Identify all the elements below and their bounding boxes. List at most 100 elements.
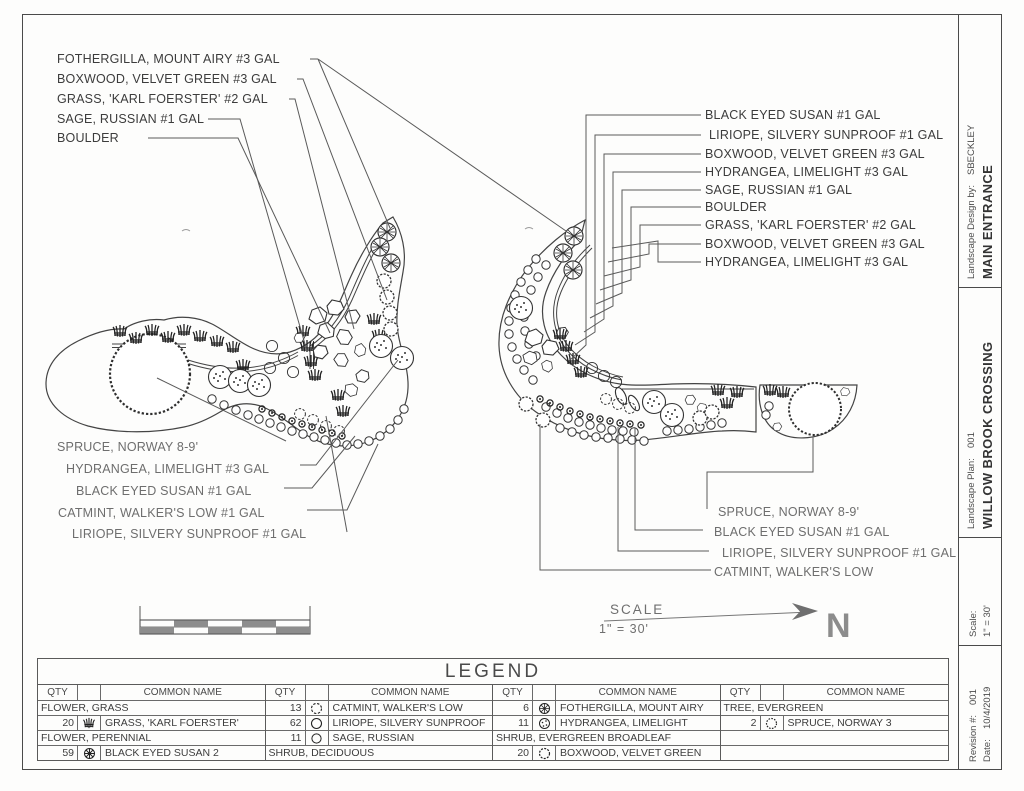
north-label: N <box>826 607 851 645</box>
legend-group-4: QTY COMMON NAME TREE, EVERGREEN 2 SPRUCE… <box>720 685 949 760</box>
legend-name: LIRIOPE, SILVERY SUNPROOF <box>332 717 486 729</box>
legend-name: BOXWOOD, VELVET GREEN <box>560 747 702 759</box>
legend-item-row: 11 HYDRANGEA, LIMELIGHT <box>493 716 720 731</box>
title-block-section-scale: Scale: 1" = 30' <box>960 537 1001 645</box>
legend-group-1: QTY COMMON NAME FLOWER, GRASS 20 GRASS, … <box>38 685 266 760</box>
callout-label: BOXWOOD, VELVET GREEN #3 GAL <box>57 72 277 86</box>
callout-label: FOTHERGILLA, MOUNT AIRY #3 GAL <box>57 52 280 66</box>
legend-qty: 13 <box>266 701 306 715</box>
hydrangea-icon <box>538 717 550 729</box>
callout-label: BLACK EYED SUSAN #1 GAL <box>705 108 881 122</box>
legend-group-3: QTY COMMON NAME 6 FOTHERGILLA, MOUNT AIR… <box>493 685 721 760</box>
callout-label: BLACK EYED SUSAN #1 GAL <box>714 525 890 539</box>
legend-name: CATMINT, WALKER'S LOW <box>332 702 463 714</box>
fothergilla-icon <box>538 702 550 714</box>
callout-label: LIRIOPE, SILVERY SUNPROOF #1 GAL <box>72 527 307 541</box>
legend-qty: 11 <box>493 716 533 730</box>
legend-category-row: TREE, EVERGREEN <box>720 701 948 716</box>
scale-value: 1" = 30' <box>982 605 993 637</box>
legend-item-row: 59 BLACK EYED SUSAN 2 <box>38 746 265 760</box>
small-bed <box>758 382 858 439</box>
legend-qty: 20 <box>493 746 533 760</box>
legend-name: HYDRANGEA, LIMELIGHT <box>560 717 688 729</box>
legend-name: BLACK EYED SUSAN 2 <box>105 747 219 759</box>
legend-title: LEGEND <box>38 659 948 685</box>
scale-value: 1" = 30' <box>599 622 649 636</box>
north-arrow: SCALE 1" = 30' N <box>599 602 851 645</box>
revision-date: Date:10/4/2019 <box>982 687 993 762</box>
callout-label: GRASS, 'KARL FOERSTER' #2 GAL <box>57 92 268 106</box>
legend-category-row: SHRUB, DECIDUOUS <box>268 747 375 759</box>
callout-label: HYDRANGEA, LIMELIGHT #3 GAL <box>705 255 909 269</box>
grass-icon <box>83 717 95 728</box>
legend-qty: 62 <box>266 716 306 730</box>
callout-label: GRASS, 'KARL FOERSTER' #2 GAL <box>705 218 916 232</box>
callout-label: HYDRANGEA, LIMELIGHT #3 GAL <box>705 165 909 179</box>
sage-icon <box>311 732 322 744</box>
legend-qty: 11 <box>266 731 306 745</box>
title-block-rule <box>958 287 1002 288</box>
legend-empty-row <box>721 746 949 760</box>
designer-credit: Landscape Design by:SBECKLEY <box>966 124 977 279</box>
callout-label: SPRUCE, NORWAY 8-9' <box>57 440 199 454</box>
callout-label: BLACK EYED SUSAN #1 GAL <box>76 484 252 498</box>
legend-item-row: 13 CATMINT, WALKER'S LOW <box>265 701 492 716</box>
legend-header-row: QTY COMMON NAME <box>38 685 265 701</box>
title-block-divider <box>958 14 959 770</box>
legend-name: SPRUCE, NORWAY 3 <box>787 717 892 729</box>
legend-qty: 6 <box>493 701 533 715</box>
plan-number: Landscape Plan:001 <box>966 432 977 529</box>
callout-label: CATMINT, WALKER'S LOW <box>714 565 874 579</box>
title-block-section-project: Landscape Design by:SBECKLEY MAIN ENTRAN… <box>960 14 1001 287</box>
title-block-rule <box>958 645 1002 646</box>
spruce-icon <box>765 717 778 729</box>
legend-header-row: QTY COMMON NAME <box>493 685 720 701</box>
leader-lines <box>148 58 814 571</box>
callout-label: SAGE, RUSSIAN #1 GAL <box>57 112 205 126</box>
liriope-icon <box>310 717 323 729</box>
revision-number: Revision #:001 <box>968 689 979 762</box>
legend-qty: 20 <box>38 716 78 730</box>
legend-name: FOTHERGILLA, MOUNT AIRY <box>560 702 704 714</box>
scale-heading: SCALE <box>610 602 664 617</box>
callout-label: BOULDER <box>57 131 119 145</box>
callout-label: BOXWOOD, VELVET GREEN #3 GAL <box>705 147 925 161</box>
callout-label: LIRIOPE, SILVERY SUNPROOF #1 GAL <box>722 546 957 560</box>
legend-header-row: QTY COMMON NAME <box>265 685 492 701</box>
legend-group-2: QTY COMMON NAME 13 CATMINT, WALKER'S LOW… <box>265 685 493 760</box>
callout-label: SAGE, RUSSIAN #1 GAL <box>705 183 853 197</box>
legend-item-row: 20 GRASS, 'KARL FOERSTER' <box>38 716 265 731</box>
catmint-icon <box>310 702 323 714</box>
title-block-rule <box>958 537 1002 538</box>
callout-label: BOXWOOD, VELVET GREEN #3 GAL <box>705 237 925 251</box>
right-bed-symbols <box>504 226 745 446</box>
legend-item-row: 20 BOXWOOD, VELVET GREEN <box>493 746 720 760</box>
callout-label: SPRUCE, NORWAY 8-9' <box>718 505 860 519</box>
sheet-border <box>22 14 1002 770</box>
callout-label: CATMINT, WALKER'S LOW #1 GAL <box>58 506 265 520</box>
legend-category-row: SHRUB, EVERGREEN BROADLEAF <box>493 731 720 746</box>
callout-label: BOULDER <box>705 200 767 214</box>
title-block-section-title: Landscape Plan:001 WILLOW BROOK CROSSING <box>960 287 1001 537</box>
scale-bar <box>139 606 311 635</box>
legend-table: LEGEND QTY COMMON NAME FLOWER, GRASS 20 … <box>37 658 949 761</box>
legend-name: GRASS, 'KARL FOERSTER' <box>105 717 239 729</box>
callout-label: LIRIOPE, SILVERY SUNPROOF #1 GAL <box>709 128 944 142</box>
scale-label: Scale: <box>968 610 979 637</box>
project-title: WILLOW BROOK CROSSING <box>980 341 995 530</box>
legend-item-row: 2 SPRUCE, NORWAY 3 <box>720 716 948 731</box>
legend-name: SAGE, RUSSIAN <box>332 732 415 744</box>
callout-label: HYDRANGEA, LIMELIGHT #3 GAL <box>66 462 270 476</box>
legend-item-row: 62 LIRIOPE, SILVERY SUNPROOF <box>265 716 492 731</box>
legend-category-row: FLOWER, PERENNIAL <box>38 731 265 746</box>
boxwood-icon <box>538 747 550 759</box>
legend-empty-row <box>720 731 948 746</box>
legend-item-row: 11 SAGE, RUSSIAN <box>265 731 492 746</box>
legend-qty: 59 <box>38 746 78 760</box>
sheet-subtitle: MAIN ENTRANCE <box>980 164 995 279</box>
legend-item-row: 6 FOTHERGILLA, MOUNT AIRY <box>493 701 720 716</box>
title-block-section-revision: Revision #:001 Date:10/4/2019 <box>960 645 1001 770</box>
flower-icon <box>83 747 95 759</box>
